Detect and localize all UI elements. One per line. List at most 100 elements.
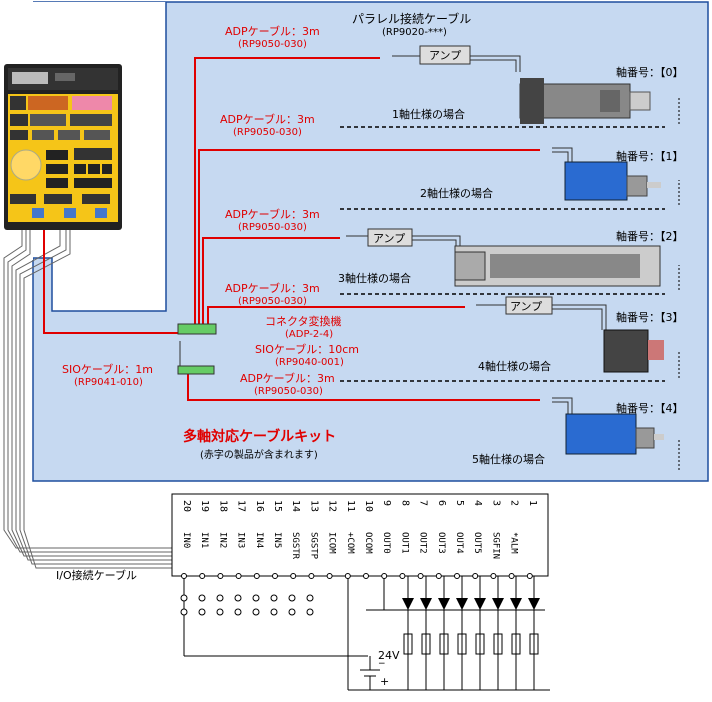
terminal-signal-name: OUT1 xyxy=(399,532,409,554)
sio10-label: SIOケーブル：10cm xyxy=(255,342,359,356)
voltage-label: 24V xyxy=(378,649,400,662)
resistors xyxy=(403,633,539,655)
kit-note: (赤字の製品が含まれます) xyxy=(200,448,318,461)
terminal-pin-number: 8 xyxy=(399,500,410,506)
motor-0 xyxy=(519,78,651,124)
axis-label-4: 軸番号：【4】 xyxy=(616,401,684,415)
parallel-cable-label: パラレル接続ケーブル xyxy=(352,11,471,26)
axis-label-3: 軸番号：【3】 xyxy=(616,310,684,324)
terminal-pin xyxy=(454,573,460,579)
motor-2 xyxy=(454,245,661,287)
terminal-pin-number: 14 xyxy=(290,500,301,512)
axis-label-1: 軸番号：【1】 xyxy=(616,149,684,163)
terminal-signal-name: ICOM xyxy=(327,532,337,554)
terminal-signal-name: *ALM xyxy=(509,532,519,554)
diodes xyxy=(402,598,540,610)
terminal-signal-name: OUT0 xyxy=(381,532,391,554)
controller-device xyxy=(4,64,122,230)
terminal-pin-number: 4 xyxy=(472,500,483,506)
terminal-signal-name: IN0 xyxy=(181,532,191,548)
terminal-pin xyxy=(363,573,369,579)
motor-3 xyxy=(603,329,664,373)
motor-4 xyxy=(565,413,664,455)
spec-label-2: 3軸仕様の場合 xyxy=(338,271,411,285)
terminal-signal-name: IN2 xyxy=(217,532,227,548)
terminal-pin xyxy=(272,573,278,579)
terminal-pin xyxy=(217,573,224,579)
axis-label-0: 軸番号：【0】 xyxy=(616,65,684,79)
terminal-signal-name: IN3 xyxy=(236,532,246,548)
terminal-pin-number: 2 xyxy=(509,500,520,506)
terminal-pin-number: 1 xyxy=(527,500,538,506)
terminal-pin-number: 9 xyxy=(381,500,392,506)
terminal-pin xyxy=(508,573,515,579)
terminal-pin xyxy=(344,573,351,579)
io-wiring xyxy=(183,576,550,691)
terminal-pin xyxy=(472,573,479,579)
separators xyxy=(340,126,665,382)
adp-cable-label-4: ADPケーブル：3m xyxy=(240,371,335,385)
terminal-pin xyxy=(181,573,187,579)
adp-cable-code-2: (RP9050-030) xyxy=(238,222,307,233)
terminal-pin-number: 13 xyxy=(308,500,319,512)
terminal-signal-name: OUT3 xyxy=(436,532,446,554)
amp-label-2: アンプ xyxy=(373,232,405,245)
plus-label: + xyxy=(380,675,389,688)
terminal-pin xyxy=(235,573,242,579)
kit-title: 多軸対応ケーブルキット xyxy=(183,428,336,445)
adp-cable-label-3: ADPケーブル：3m xyxy=(225,281,320,295)
terminal-pin xyxy=(490,573,497,579)
io-cable-label: I/O接続ケーブル xyxy=(56,568,137,582)
terminal-signal-name: SGFIN xyxy=(490,532,500,559)
connector-converter xyxy=(177,323,217,335)
amp-box-0 xyxy=(419,45,471,65)
axis-label-2: 軸番号：【2】 xyxy=(616,229,684,243)
terminal-pin xyxy=(326,573,333,579)
terminal-pin xyxy=(417,573,424,579)
terminal-signal-name: OUT4 xyxy=(454,532,464,554)
terminal-pin-number: 5 xyxy=(454,500,465,506)
amp-box-3 xyxy=(505,296,553,315)
adp-cable-code-1: (RP9050-030) xyxy=(233,127,302,138)
adp-cable-code-4: (RP9050-030) xyxy=(254,386,323,397)
spec-label-4: 5軸仕様の場合 xyxy=(472,452,545,466)
terminal-pin xyxy=(435,573,442,579)
terminal-pin-number: 6 xyxy=(436,500,447,506)
terminal-signal-name: SGSTP xyxy=(308,532,318,560)
terminal-pin xyxy=(526,573,533,579)
terminal-pin-number: 10 xyxy=(363,500,374,512)
adp-cable-code-0: (RP9050-030) xyxy=(238,39,307,50)
sio1-code: (RP9041-010) xyxy=(74,377,143,388)
terminal-pin xyxy=(308,573,315,579)
terminal-pin xyxy=(381,573,388,579)
terminal-signal-name: IN1 xyxy=(199,532,209,548)
amp-label-3: アンプ xyxy=(510,300,542,313)
sio10-code: (RP9040-001) xyxy=(275,357,344,368)
terminal-pin-number: 20 xyxy=(181,500,192,512)
terminal-pin-number: 3 xyxy=(490,500,501,506)
terminal-signal-name: OUT2 xyxy=(418,532,428,554)
terminal-pin-number: 15 xyxy=(272,500,283,512)
amp-label-0: アンプ xyxy=(429,49,461,62)
spec-label-0: 1軸仕様の場合 xyxy=(392,107,465,121)
terminal-signal-name: SGSTR xyxy=(290,532,300,560)
adp-cable-label-0: ADPケーブル：3m xyxy=(225,24,320,38)
terminal-signal-name: IN4 xyxy=(254,532,264,548)
terminal-pin-number: 16 xyxy=(254,500,265,512)
terminal-pin-number: 12 xyxy=(327,500,338,512)
terminal-text: 20IN019IN118IN217IN316IN415IN514SGSTR13S… xyxy=(181,500,538,579)
output-leads xyxy=(407,576,535,690)
terminal-pin xyxy=(290,573,297,579)
terminal-pin-number: 17 xyxy=(236,500,247,512)
terminal-signal-name: IN5 xyxy=(272,532,282,548)
spec-label-3: 4軸仕様の場合 xyxy=(478,359,551,373)
parallel-cable-code: (RP9020-***) xyxy=(382,27,447,38)
input-switches xyxy=(180,594,314,616)
terminal-pin-number: 11 xyxy=(345,500,356,512)
sio-connector xyxy=(177,365,215,375)
sio1-label: SIOケーブル：1m xyxy=(62,362,153,376)
terminal-signal-name: OUT5 xyxy=(472,532,482,554)
minus-label: − xyxy=(378,659,386,669)
connector-code: (ADP-2-4) xyxy=(285,329,333,340)
